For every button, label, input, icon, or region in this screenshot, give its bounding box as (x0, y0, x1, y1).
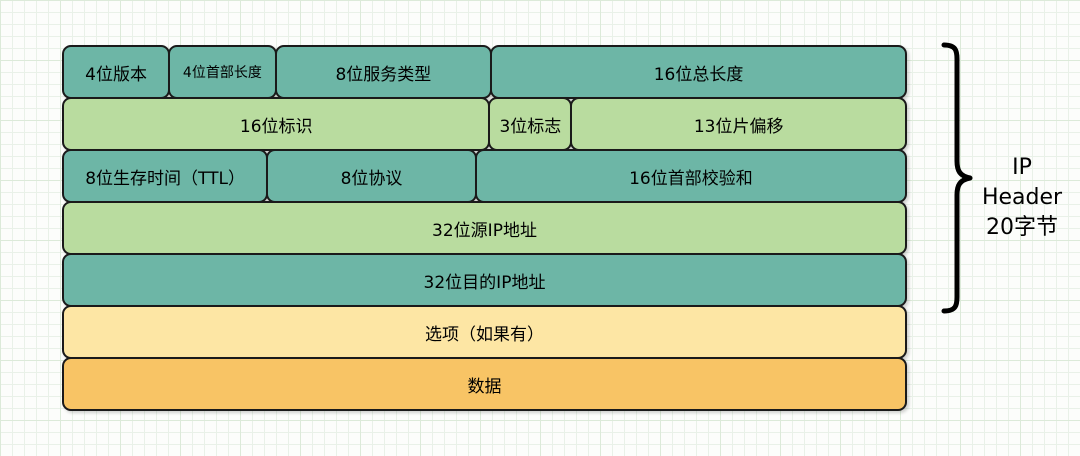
field-cell: 8位生存时间（TTL） (62, 149, 269, 203)
field-cell: 3位标志 (488, 97, 573, 151)
diagram-row: 32位源IP地址 (62, 201, 907, 255)
field-cell: 16位标识 (62, 97, 491, 151)
field-cell: 13位片偏移 (570, 97, 907, 151)
field-cell: 选项（如果有） (62, 305, 907, 359)
field-cell: 4位版本 (62, 45, 171, 99)
diagram-row: 选项（如果有） (62, 305, 907, 359)
field-cell: 8位协议 (266, 149, 477, 203)
ip-header-annotation: IP Header 20字节 (958, 153, 1080, 243)
field-cell: 16位总长度 (490, 45, 907, 99)
field-cell: 16位首部校验和 (474, 149, 907, 203)
diagram-row: 数据 (62, 357, 907, 411)
field-cell: 4位首部长度 (168, 45, 277, 99)
field-cell: 32位目的IP地址 (62, 253, 907, 307)
field-cell: 32位源IP地址 (62, 201, 907, 255)
annotation-line: 20字节 (986, 215, 1058, 240)
curly-brace-path (941, 42, 973, 314)
field-cell: 8位服务类型 (274, 45, 493, 99)
annotation-line: Header (981, 185, 1063, 210)
field-cell: 数据 (62, 357, 907, 411)
curly-brace (941, 42, 973, 314)
diagram-row: 32位目的IP地址 (62, 253, 907, 307)
annotation-line: IP (1012, 155, 1032, 180)
